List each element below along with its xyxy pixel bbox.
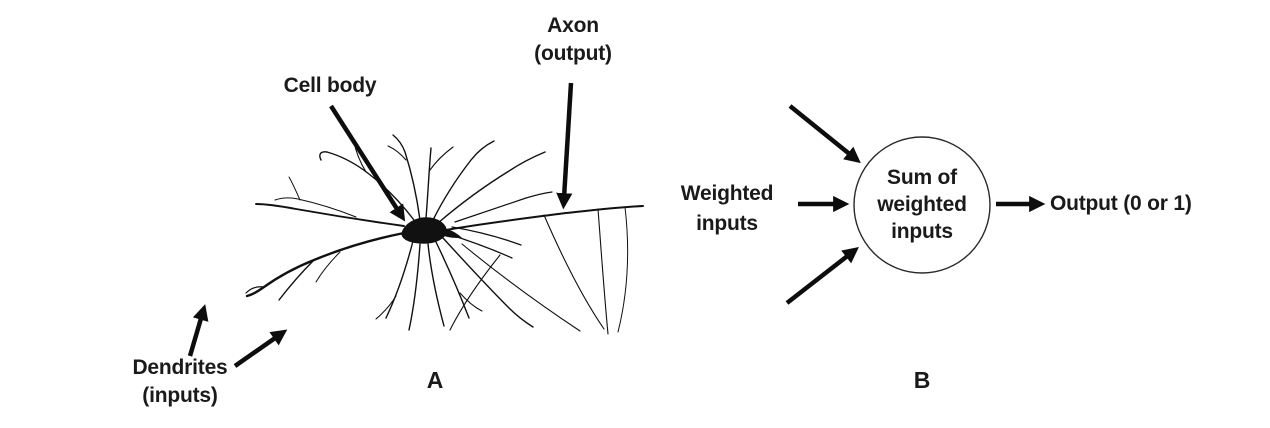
sum-node-line3: inputs	[891, 220, 953, 243]
input-arrow-top	[788, 104, 861, 164]
neuron-illustration	[245, 134, 644, 335]
weighted-inputs-line2: inputs	[696, 212, 758, 235]
sum-node-line1: Sum of	[887, 166, 957, 189]
dendrites-label-line1: Dendrites	[132, 356, 228, 379]
weighted-inputs-line1: Weighted	[680, 182, 774, 205]
weighted-inputs-label: Weighted inputs	[657, 179, 797, 239]
cell-body-label: Cell body	[255, 72, 405, 99]
axon-label-line1: Axon	[547, 14, 599, 37]
output-label: Output (0 or 1)	[1050, 192, 1192, 215]
axon-label-line2: (output)	[534, 42, 612, 65]
dendrites-label-line2: (inputs)	[142, 384, 218, 407]
neuron-axon-line	[445, 205, 644, 231]
dendrites-arrow-right	[233, 329, 288, 368]
sum-node-line2: weighted	[877, 193, 967, 216]
dendrites-arrow-left	[187, 304, 209, 357]
panel-a-label: A	[426, 367, 444, 393]
panel-b-label: B	[913, 367, 931, 393]
axon-arrow	[556, 82, 574, 210]
axon-label: Axon (output)	[503, 12, 643, 68]
cell-body-label-text: Cell body	[283, 74, 377, 97]
input-arrow-bottom	[785, 247, 859, 305]
sum-node-circle	[853, 136, 991, 274]
dendrites-label: Dendrites (inputs)	[110, 354, 250, 410]
cell-body-arrow	[329, 104, 406, 222]
sum-node-label: Sum of weighted inputs	[852, 164, 992, 245]
